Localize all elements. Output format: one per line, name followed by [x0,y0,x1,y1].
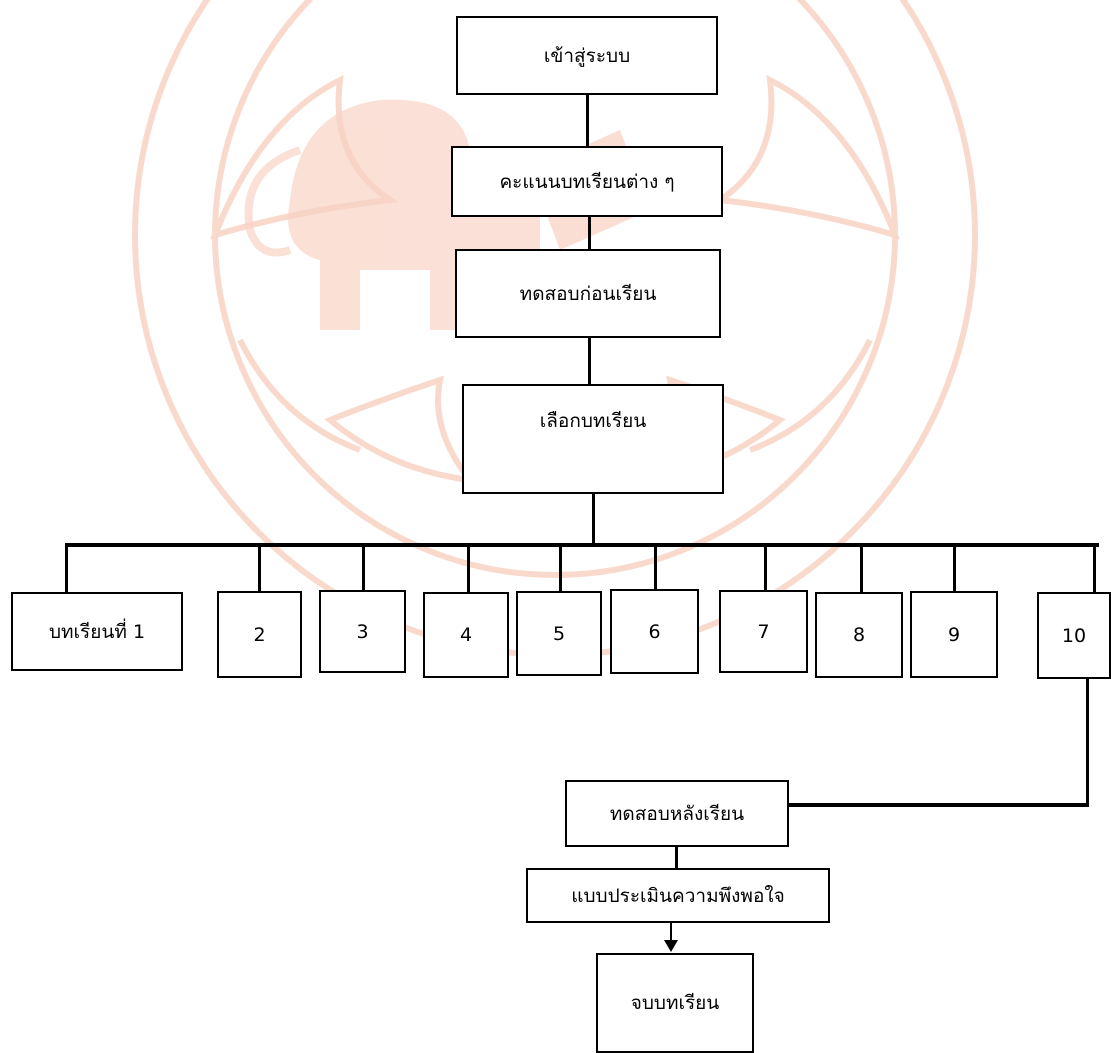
lesson-box-2: 2 [217,591,302,678]
lesson-box-4: 4 [423,592,509,678]
drop-lesson-5 [559,543,562,591]
drop-lesson-8 [860,543,863,592]
connector-lesson10-down [1086,678,1089,806]
lesson-box-7: 7 [719,590,808,673]
drop-lesson-7 [764,543,767,590]
drop-lesson-4 [467,543,470,592]
lesson-label: 7 [757,620,770,643]
lessons-bus-line [65,543,1099,547]
connector-lesson10-horizontal [673,803,1089,807]
end-lesson-label: จบบทเรียน [630,992,720,1014]
lesson-label: 2 [253,623,266,646]
posttest-box: ทดสอบหลังเรียน [565,780,789,847]
lesson-label: บทเรียนที่ 1 [48,620,146,643]
login-box: เข้าสู่ระบบ [456,16,718,95]
lesson-label: 5 [552,622,566,645]
login-label: เข้าสู่ระบบ [543,44,631,67]
lesson-label: 10 [1061,624,1087,647]
connector-select-bus [592,493,595,543]
lesson-label: 9 [947,623,961,646]
lesson-label: 4 [459,624,473,646]
lesson-scores-box: คะแนนบทเรียนต่าง ๆ [451,146,723,217]
select-lesson-label: เลือกบทเรียน [539,410,647,432]
drop-lesson-2 [258,543,261,591]
lesson-box-10: 10 [1037,592,1111,679]
lesson-label: 6 [648,620,661,643]
drop-lesson-9 [953,543,956,591]
lesson-box-8: 8 [815,592,903,678]
connector-scores-pretest [588,216,591,249]
lesson-box-5: 5 [516,591,602,676]
lesson-label: 8 [852,624,866,646]
drop-lesson-1 [65,543,68,592]
end-lesson-box: จบบทเรียน [596,953,754,1053]
satisfaction-survey-label: แบบประเมินความพึงพอใจ [571,884,785,907]
posttest-label: ทดสอบหลังเรียน [609,802,745,825]
lesson-box-3: 3 [319,590,406,673]
pretest-label: ทดสอบก่อนเรียน [519,282,657,305]
select-lesson-box: เลือกบทเรียน [462,384,724,494]
connector-pretest-select [588,337,591,384]
connector-posttest-satisfaction [675,846,678,868]
arrow-down-icon [664,940,678,952]
drop-lesson-3 [362,543,365,590]
drop-lesson-6 [654,543,657,589]
satisfaction-survey-box: แบบประเมินความพึงพอใจ [526,868,830,923]
lesson-label: 3 [356,620,369,643]
lesson-box-1: บทเรียนที่ 1 [11,592,183,671]
lesson-scores-label: คะแนนบทเรียนต่าง ๆ [499,170,675,193]
lesson-box-6: 6 [610,589,699,674]
connector-satisfaction-end [670,922,672,942]
pretest-box: ทดสอบก่อนเรียน [455,249,721,338]
connector-login-scores [586,94,589,146]
lesson-box-9: 9 [910,591,998,678]
drop-lesson-10 [1093,543,1096,592]
